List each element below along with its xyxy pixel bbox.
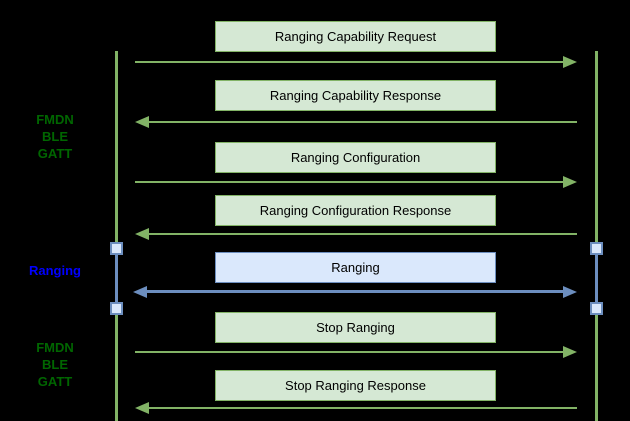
message-box-ranging: Ranging <box>215 252 496 283</box>
arrow-line <box>147 233 577 235</box>
left-lifeline <box>115 51 118 421</box>
arrow-line <box>135 181 565 183</box>
arrowhead-right-icon <box>563 346 577 358</box>
arrowhead-right-icon <box>563 286 577 298</box>
side-label-line: FMDN <box>36 112 74 127</box>
arrow-left-icon <box>135 116 577 128</box>
message-label: Ranging Capability Request <box>274 29 437 44</box>
message-box-ranging-configuration-response: Ranging Configuration Response <box>215 195 496 226</box>
side-label-fmdn-ble-gatt-bottom: FMDN BLE GATT <box>10 339 100 390</box>
arrow-line <box>135 61 565 63</box>
message-label: Ranging Configuration <box>290 150 421 165</box>
arrow-bidirectional-icon <box>133 286 577 298</box>
message-box-stop-ranging: Stop Ranging <box>215 312 496 343</box>
arrowhead-left-icon <box>135 228 149 240</box>
message-label: Stop Ranging Response <box>285 378 426 393</box>
message-box-stop-ranging-response: Stop Ranging Response <box>215 370 496 401</box>
arrowhead-left-icon <box>135 116 149 128</box>
activation-marker-left-top <box>110 242 123 255</box>
arrow-left-icon <box>135 402 577 414</box>
message-label: Ranging <box>331 260 380 275</box>
side-label-line: Ranging <box>29 263 81 278</box>
activation-marker-right-top <box>590 242 603 255</box>
side-label-line: BLE <box>42 129 68 144</box>
arrowhead-right-icon <box>563 56 577 68</box>
arrow-right-icon <box>135 176 577 188</box>
arrow-line <box>147 407 577 409</box>
side-label-line: FMDN <box>36 340 74 355</box>
arrowhead-right-icon <box>563 176 577 188</box>
message-label: Ranging Capability Response <box>269 88 442 103</box>
message-box-ranging-capability-request: Ranging Capability Request <box>215 21 496 52</box>
arrowhead-left-icon <box>135 402 149 414</box>
right-lifeline-ranging-segment <box>595 248 598 308</box>
right-lifeline <box>595 51 598 421</box>
side-label-ranging: Ranging <box>10 262 100 279</box>
side-label-line: BLE <box>42 357 68 372</box>
activation-marker-right-bottom <box>590 302 603 315</box>
message-label: Ranging Configuration Response <box>259 203 452 218</box>
side-label-line: GATT <box>37 146 73 161</box>
activation-marker-left-bottom <box>110 302 123 315</box>
side-label-fmdn-ble-gatt-top: FMDN BLE GATT <box>10 111 100 162</box>
arrowhead-left-icon <box>133 286 147 298</box>
arrow-line <box>145 290 565 293</box>
message-label: Stop Ranging <box>316 320 395 335</box>
arrow-right-icon <box>135 346 577 358</box>
left-lifeline-ranging-segment <box>115 248 118 308</box>
arrow-line <box>147 121 577 123</box>
arrow-left-icon <box>135 228 577 240</box>
arrow-right-icon <box>135 56 577 68</box>
side-label-line: GATT <box>37 374 73 389</box>
message-box-ranging-configuration: Ranging Configuration <box>215 142 496 173</box>
arrow-line <box>135 351 565 353</box>
message-box-ranging-capability-response: Ranging Capability Response <box>215 80 496 111</box>
